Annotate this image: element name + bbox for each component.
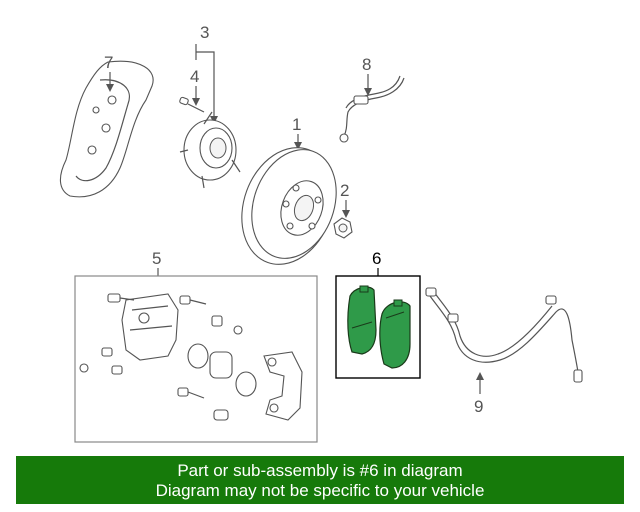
parts-diagram: 7 3 4 8 1 [59,23,583,443]
sensor-wire-bracket-part [339,75,405,143]
hub-bolt-part [179,96,205,113]
caliper-kit-box [74,275,318,443]
callout-2: 2 [340,181,349,200]
brake-pad-outer-part [379,299,411,369]
abs-sensor-wire-part [425,287,583,383]
callout-4: 4 [190,67,199,86]
callout-1: 1 [292,115,301,134]
callout-9: 9 [474,397,483,416]
callout-6: 6 [372,249,381,268]
brake-rotor-part [241,147,337,265]
info-banner: Part or sub-assembly is #6 in diagram Di… [16,456,624,504]
callout-8: 8 [362,55,371,74]
banner-line-1: Part or sub-assembly is #6 in diagram [177,461,463,480]
banner-line-2: Diagram may not be specific to your vehi… [155,481,485,500]
caliper-bracket-part [263,351,303,421]
callout-7: 7 [104,53,113,72]
caliper-part [121,293,179,361]
callout-3: 3 [200,23,209,42]
caliper-bolts-part [79,293,243,421]
caliper-piston-part [187,343,257,397]
brake-pad-inner-part [347,285,377,355]
callout-5: 5 [152,249,161,268]
wheel-hub-part [179,111,241,189]
dust-shield-part [59,60,154,198]
hub-nut-part [333,217,353,239]
brake-pads-box [335,275,421,379]
